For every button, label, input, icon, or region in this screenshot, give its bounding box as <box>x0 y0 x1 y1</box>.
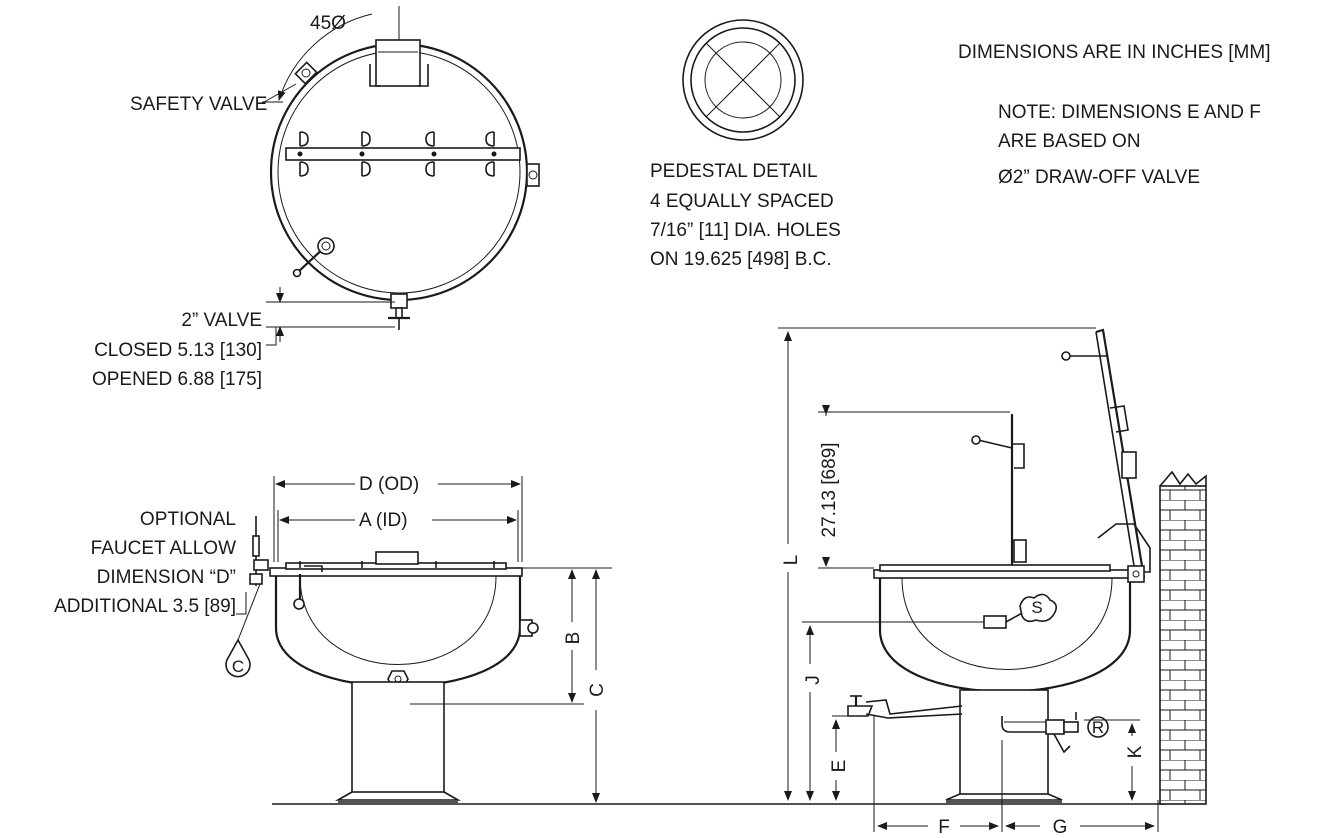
side-view <box>778 327 1207 832</box>
angle-arc <box>277 13 373 101</box>
faucet-label-4: ADDITIONAL 3.5 [89] <box>54 596 236 617</box>
valve-closed-label: CLOSED 5.13 [130] <box>94 340 262 361</box>
dimension-lid-height: 27.13 [689] <box>819 442 840 537</box>
safety-valve-label: SAFETY VALVE <box>130 94 267 115</box>
dimension-c: C <box>587 683 608 697</box>
valve-opened-label: OPENED 6.88 [175] <box>92 369 262 390</box>
top-view <box>262 6 540 346</box>
dimension-d-od: D (OD) <box>359 474 419 495</box>
pedestal-base-circle <box>690 27 796 133</box>
dimension-b: B <box>563 632 584 645</box>
pedestal-detail <box>682 19 804 141</box>
side-draw-off-valve <box>847 705 874 717</box>
pedestal-holes-count: 4 EQUALLY SPACED <box>650 191 834 212</box>
safety-valve <box>294 61 318 85</box>
steam-inlet-valve <box>983 615 1007 629</box>
units-note: DIMENSIONS ARE IN INCHES [MM] <box>958 42 1270 63</box>
front-bowl <box>274 576 522 688</box>
dimension-j: J <box>803 675 824 685</box>
faucet-label-3: DIMENSION “D” <box>97 567 236 588</box>
callout-r-marker <box>1087 716 1109 738</box>
callout-c-label: C <box>232 657 244 676</box>
steam-inlet-fitting <box>526 163 540 187</box>
faucet-label-2: FAUCET ALLOW <box>91 538 236 559</box>
callout-s-marker <box>1019 593 1058 623</box>
pedestal-bolt-circle: ON 19.625 [498] B.C. <box>650 249 832 270</box>
front-lid-handle <box>375 551 419 565</box>
cross-bar <box>285 147 521 161</box>
note-line-2: ARE BASED ON <box>998 131 1141 152</box>
pedestal-hole-diameter: 7/16” [11] DIA. HOLES <box>650 220 841 241</box>
note-line-1: NOTE: DIMENSIONS E AND F <box>998 102 1261 123</box>
dimension-f: F <box>938 817 950 838</box>
callout-r-label: R <box>1092 718 1104 737</box>
dimension-l: L <box>781 555 802 566</box>
callout-c-marker <box>225 638 251 678</box>
front-pedestal <box>351 681 445 793</box>
pedestal-inner-circle <box>704 41 782 119</box>
draw-off-valve-top <box>388 293 410 330</box>
dimension-g: G <box>1053 817 1068 838</box>
dimension-e: E <box>829 760 850 773</box>
lid-open-tall <box>1095 328 1146 579</box>
dimension-k: K <box>1125 745 1146 758</box>
dimension-a-id: A (ID) <box>359 510 408 531</box>
front-view <box>225 476 1166 805</box>
brick-wall <box>1159 485 1207 805</box>
pedestal-outer-circle <box>682 19 804 141</box>
side-pedestal <box>959 689 1049 795</box>
callout-s-label: S <box>1031 598 1042 617</box>
faucet-label-1: OPTIONAL <box>140 509 236 530</box>
note-line-3: Ø2” DRAW-OFF VALVE <box>998 167 1200 188</box>
valve-label: 2” VALVE <box>181 310 262 331</box>
angle-label: 45Ø <box>310 13 346 34</box>
pedestal-title: PEDESTAL DETAIL <box>650 161 818 182</box>
top-handle <box>375 39 421 87</box>
